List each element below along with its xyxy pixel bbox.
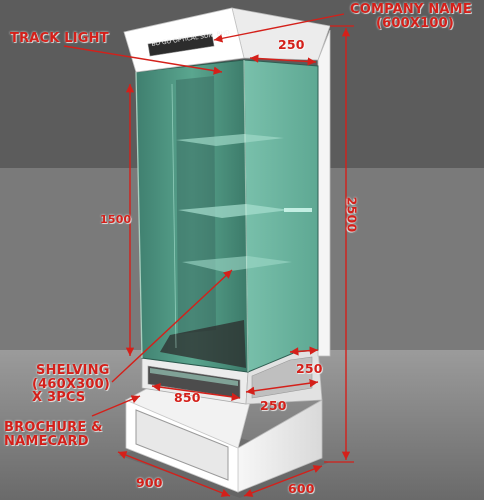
counter-width-dim [151, 382, 241, 402]
side-glass [243, 59, 319, 373]
top-depth-dim [249, 54, 317, 66]
name-plate [147, 33, 215, 57]
step-front-dim [245, 378, 319, 396]
frame-line-corner [243, 59, 249, 373]
shelf-1 [176, 134, 284, 146]
shelving-qty: X 3PCS [32, 390, 86, 406]
brochure-glass [150, 368, 238, 386]
brochure-subtitle: NAMECARD [4, 433, 89, 449]
interior-floor [160, 320, 246, 368]
track-light-leader [63, 45, 223, 75]
brochure-title: BROCHURE & [4, 420, 103, 435]
track-light-label: TRACK LIGHT [10, 31, 109, 46]
frame-line-left [135, 71, 143, 359]
base-width-dim [117, 451, 231, 497]
step-front-value: 250 [260, 398, 287, 413]
shelving-size: (460X300) [32, 376, 110, 392]
company-name-title: COMPANY NAME [350, 2, 472, 17]
glass-height-value: 1500 [100, 213, 132, 226]
company-name-leader [213, 13, 345, 43]
base-depth-dim [243, 465, 323, 497]
brochure-label: BROCHURE & NAMECARD [4, 421, 103, 448]
overall-height-value: 2500 [344, 196, 360, 233]
shelf-3 [182, 256, 292, 272]
step-right-dim [289, 346, 319, 356]
counter-width-value: 850 [174, 390, 201, 405]
brochure-leader [91, 395, 141, 417]
interior-back [176, 76, 216, 334]
company-name-label: COMPANY NAME (600X100) [350, 3, 472, 30]
light-strip [284, 208, 312, 212]
right-upright [317, 29, 331, 357]
base-depth-value: 600 [288, 481, 315, 496]
shelving-label: SHELVING (460X300) X 3PCS [32, 364, 110, 405]
shelf-2 [178, 204, 290, 218]
frame-line-inner [171, 83, 177, 349]
shelving-title: SHELVING [36, 363, 110, 378]
step-right-value: 250 [296, 361, 323, 376]
top-depth-value: 250 [278, 37, 305, 52]
base-width-value: 900 [136, 475, 163, 490]
shelving-leader [111, 269, 233, 383]
company-name-size: (600X100) [376, 15, 454, 31]
